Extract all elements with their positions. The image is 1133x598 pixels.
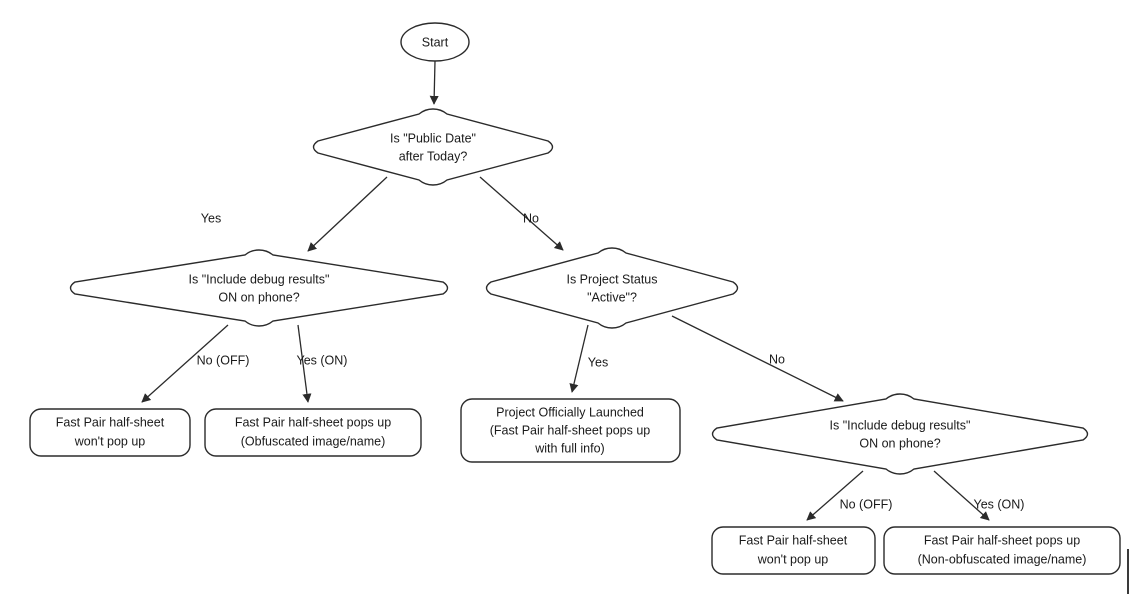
edge-path [671, 315, 844, 402]
node-result-launched[interactable]: Project Officially Launched (Fast Pair h… [460, 398, 681, 463]
edge-path [307, 176, 388, 252]
edge-debug-left-on: Yes (ON) [297, 324, 348, 403]
edge-public-date-yes: Yes [201, 176, 388, 252]
result-label-line3: with full info) [534, 441, 604, 455]
node-decision-debug-right[interactable]: Is "Include debug results" ON on phone? [711, 393, 1089, 475]
result-label-line2: (Fast Pair half-sheet pops up [490, 423, 651, 437]
node-result-right-on[interactable]: Fast Pair half-sheet pops up (Non-obfusc… [883, 526, 1121, 575]
result-label-line2: (Obfuscated image/name) [241, 434, 386, 448]
node-start[interactable]: Start [400, 22, 470, 62]
node-decision-public-date[interactable]: Is "Public Date" after Today? [312, 108, 554, 186]
result-label-line2: (Non-obfuscated image/name) [918, 552, 1087, 566]
decision-label-line1: Is Project Status [566, 272, 657, 286]
decision-label-line1: Is "Include debug results" [189, 272, 330, 286]
result-label-line1: Project Officially Launched [496, 405, 644, 419]
edge-label-yes-on: Yes (ON) [974, 497, 1025, 511]
edge-layer: Yes No No (OFF) Yes (ON) Yes No [141, 60, 1025, 521]
edge-label-no: No [523, 211, 539, 225]
edge-path [569, 324, 589, 393]
edge-label-yes-on: Yes (ON) [297, 353, 348, 367]
decision-diamond[interactable] [485, 247, 739, 329]
node-result-left-off[interactable]: Fast Pair half-sheet won't pop up [29, 408, 191, 457]
edge-label-no-off: No (OFF) [197, 353, 250, 367]
decision-label-line2: after Today? [399, 149, 468, 163]
result-label-line2: won't pop up [757, 552, 829, 566]
decision-diamond[interactable] [69, 249, 449, 327]
edge-label-no: No [769, 352, 785, 366]
edge-project-status-no: No [671, 315, 844, 402]
decision-label-line2: "Active"? [587, 290, 637, 304]
edge-path [429, 60, 439, 105]
decision-label-line2: ON on phone? [218, 290, 299, 304]
node-decision-debug-left[interactable]: Is "Include debug results" ON on phone? [69, 249, 449, 327]
decision-diamond[interactable] [711, 393, 1089, 475]
edge-path [806, 470, 864, 521]
edge-label-yes: Yes [588, 355, 608, 369]
result-box[interactable] [460, 398, 681, 463]
edge-path [297, 324, 312, 403]
edge-debug-right-on: Yes (ON) [933, 470, 1025, 521]
result-label-line2: won't pop up [74, 434, 146, 448]
result-label-line1: Fast Pair half-sheet pops up [924, 533, 1080, 547]
result-box[interactable] [883, 526, 1121, 575]
decision-label-line1: Is "Public Date" [390, 131, 476, 145]
result-box[interactable] [711, 526, 876, 575]
node-result-right-off[interactable]: Fast Pair half-sheet won't pop up [711, 526, 876, 575]
result-label-line1: Fast Pair half-sheet [56, 415, 165, 429]
edge-path [933, 470, 990, 521]
edge-path [141, 324, 229, 403]
start-label: Start [422, 35, 449, 49]
edge-public-date-no: No [479, 176, 564, 251]
edge-debug-left-off: No (OFF) [141, 324, 250, 403]
edge-label-yes: Yes [201, 211, 221, 225]
edge-debug-right-off: No (OFF) [806, 470, 893, 521]
decision-label-line2: ON on phone? [859, 436, 940, 450]
edge-start-to-public-date [429, 60, 439, 105]
result-box[interactable] [29, 408, 191, 457]
result-box[interactable] [204, 408, 422, 457]
edge-path [479, 176, 564, 251]
start-ellipse[interactable] [400, 22, 470, 62]
edge-label-no-off: No (OFF) [840, 497, 893, 511]
node-decision-project-status[interactable]: Is Project Status "Active"? [485, 247, 739, 329]
result-label-line1: Fast Pair half-sheet [739, 533, 848, 547]
decision-diamond[interactable] [312, 108, 554, 186]
edge-project-status-yes: Yes [569, 324, 608, 393]
decision-label-line1: Is "Include debug results" [830, 418, 971, 432]
result-label-line1: Fast Pair half-sheet pops up [235, 415, 391, 429]
node-result-left-on[interactable]: Fast Pair half-sheet pops up (Obfuscated… [204, 408, 422, 457]
